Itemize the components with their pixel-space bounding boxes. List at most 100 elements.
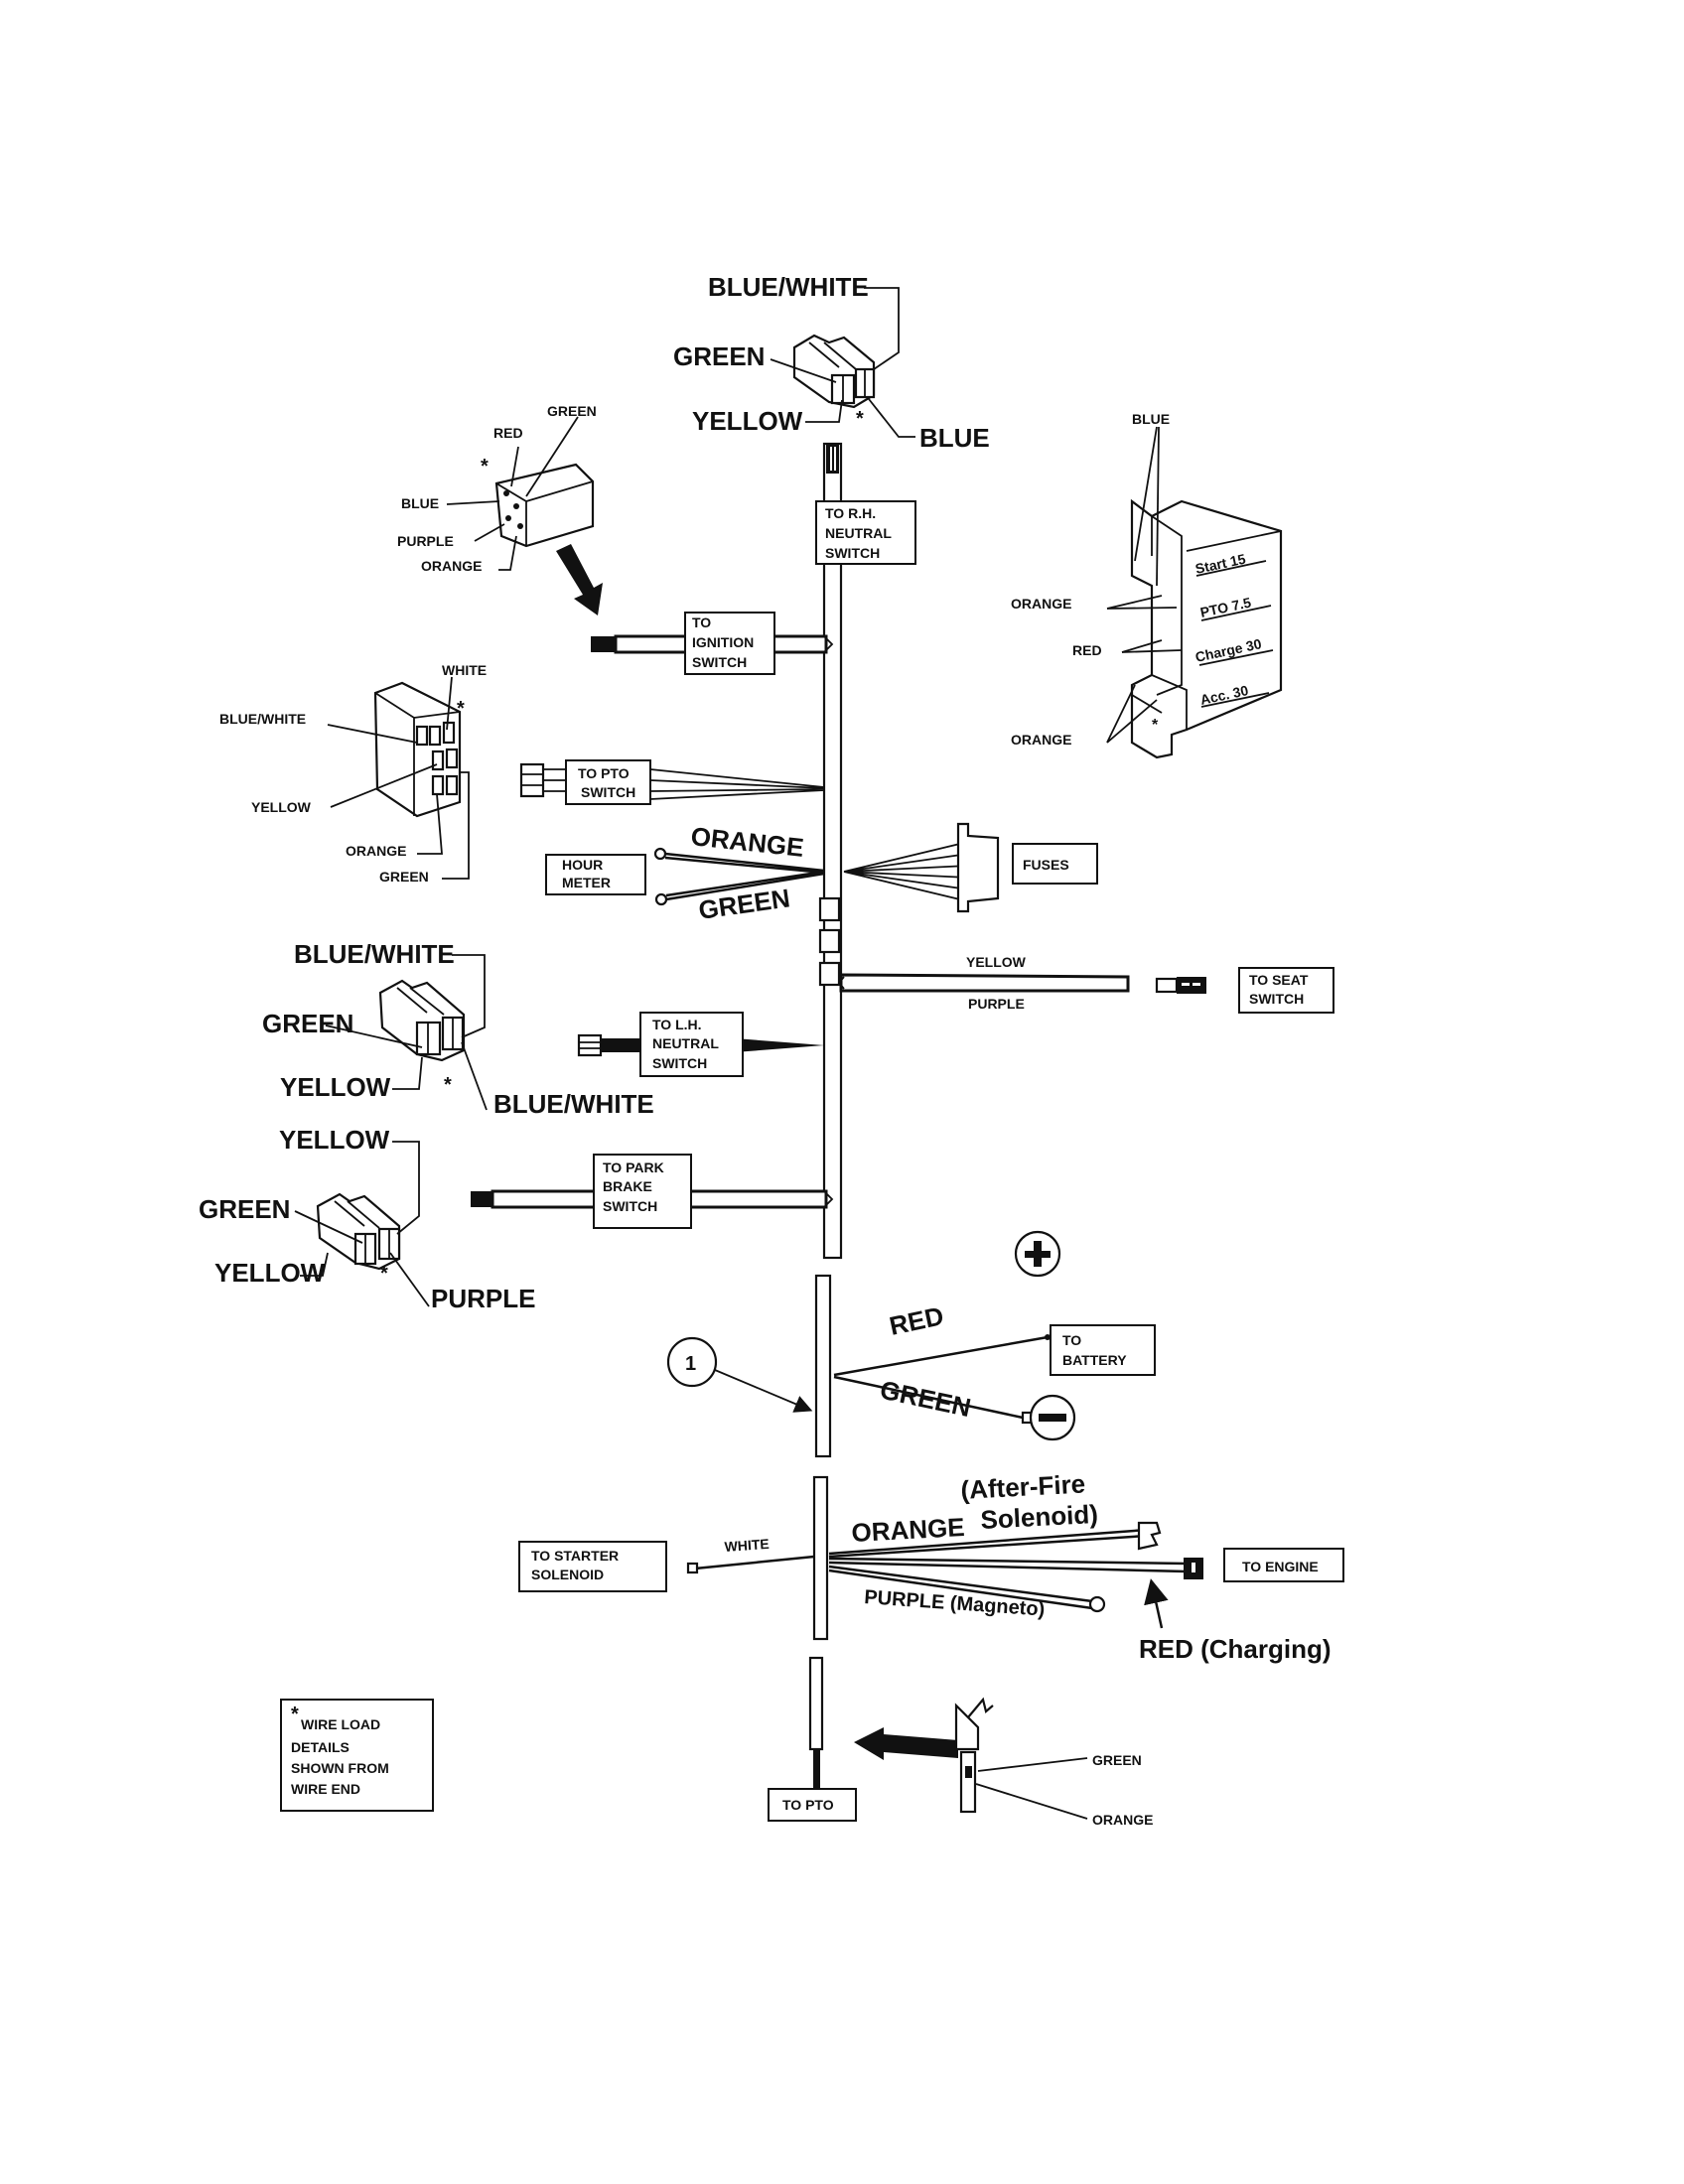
asterisk: * xyxy=(380,1263,388,1285)
svg-text:SWITCH: SWITCH xyxy=(603,1198,657,1214)
label-orange: ORANGE xyxy=(851,1512,966,1548)
pto-segment xyxy=(808,1656,1088,1820)
svg-text:FUSES: FUSES xyxy=(1023,857,1069,873)
label-yellow: YELLOW xyxy=(280,1072,391,1102)
label-blue: BLUE xyxy=(401,495,439,511)
label-red: RED xyxy=(1072,642,1102,658)
label-yellow: YELLOW xyxy=(214,1258,326,1288)
label-blue-white: BLUE/WHITE xyxy=(219,711,306,727)
label-orange: ORANGE xyxy=(346,843,406,859)
label-orange: ORANGE xyxy=(1011,732,1071,748)
svg-text:TO PTO: TO PTO xyxy=(782,1797,834,1813)
label-blue-white: BLUE/WHITE xyxy=(493,1089,654,1119)
label-purple: PURPLE xyxy=(968,996,1025,1012)
asterisk: * xyxy=(481,456,489,478)
label-yellow: YELLOW xyxy=(692,406,803,436)
label-white: WHITE xyxy=(724,1536,770,1555)
park-brake-connector xyxy=(294,1141,430,1307)
label-red: RED xyxy=(887,1300,946,1341)
label-green: GREEN xyxy=(1092,1752,1142,1768)
label-green: GREEN xyxy=(199,1194,290,1224)
label-blue-white: BLUE/WHITE xyxy=(294,939,455,969)
svg-text:BRAKE: BRAKE xyxy=(603,1178,652,1194)
battery-segment xyxy=(814,1274,1051,1458)
engine-segment xyxy=(686,1475,1203,1641)
label-green: GREEN xyxy=(262,1009,353,1038)
label-green: GREEN xyxy=(379,869,429,885)
svg-text:TO ENGINE: TO ENGINE xyxy=(1242,1559,1319,1574)
label-green: GREEN xyxy=(547,403,597,419)
label-blue: BLUE xyxy=(1132,411,1170,427)
label-yellow: YELLOW xyxy=(279,1125,390,1155)
svg-text:TO PTO: TO PTO xyxy=(578,765,630,781)
pto-switch-connector xyxy=(327,676,470,880)
hour-meter-branch: HOUR METER xyxy=(545,847,825,906)
ignition-connector xyxy=(446,416,603,615)
box-battery: TO BATTERY xyxy=(1050,1324,1156,1376)
svg-text:TO: TO xyxy=(1062,1332,1081,1348)
label-orange: ORANGE xyxy=(421,558,482,574)
label-blue: BLUE xyxy=(919,423,990,453)
svg-text:NEUTRAL: NEUTRAL xyxy=(652,1035,719,1051)
svg-text:TO STARTER: TO STARTER xyxy=(531,1548,619,1564)
pto-switch-branch: TO PTO SWITCH xyxy=(519,759,825,805)
svg-text:SWITCH: SWITCH xyxy=(1249,991,1304,1007)
box-engine: TO ENGINE xyxy=(1223,1548,1344,1582)
asterisk: * xyxy=(444,1074,452,1096)
svg-text:METER: METER xyxy=(562,875,611,890)
label-white: WHITE xyxy=(442,662,487,678)
label-orange: ORANGE xyxy=(689,821,805,863)
svg-text:*: * xyxy=(291,1704,299,1725)
lh-neutral-connector xyxy=(325,954,488,1111)
lh-neutral-branch: TO L.H. NEUTRAL SWITCH xyxy=(577,1012,824,1077)
box-to-pto: TO PTO xyxy=(768,1788,857,1822)
rh-neutral-connector xyxy=(770,287,915,438)
seat-switch-branch: TO SEAT SWITCH xyxy=(837,967,1334,1014)
label-blue-white: BLUE/WHITE xyxy=(708,272,869,302)
svg-text:TO: TO xyxy=(692,614,711,630)
svg-text:BATTERY: BATTERY xyxy=(1062,1352,1127,1368)
callout-1: 1 xyxy=(666,1336,813,1413)
label-green: GREEN xyxy=(878,1375,974,1424)
svg-text:SWITCH: SWITCH xyxy=(652,1055,707,1071)
svg-text:TO PARK: TO PARK xyxy=(603,1160,664,1175)
park-brake-branch: TO PARK BRAKE SWITCH xyxy=(471,1154,834,1229)
label-orange: ORANGE xyxy=(1092,1812,1153,1828)
svg-text:TO L.H.: TO L.H. xyxy=(652,1017,702,1032)
label-yellow: YELLOW xyxy=(251,799,312,815)
svg-text:SHOWN FROM: SHOWN FROM xyxy=(291,1760,389,1776)
asterisk: * xyxy=(856,408,864,430)
label-solenoid: Solenoid) xyxy=(980,1499,1099,1535)
box-rh-neutral-switch: TO R.H. NEUTRAL SWITCH xyxy=(815,500,916,565)
fuse-plug xyxy=(843,822,1000,913)
svg-text:SWITCH: SWITCH xyxy=(692,654,747,670)
svg-text:TO SEAT: TO SEAT xyxy=(1249,972,1309,988)
svg-text:NEUTRAL: NEUTRAL xyxy=(825,525,892,541)
label-yellow: YELLOW xyxy=(966,954,1027,970)
asterisk: * xyxy=(1152,717,1159,734)
label-red-charging: RED (Charging) xyxy=(1139,1634,1332,1664)
svg-text:SOLENOID: SOLENOID xyxy=(531,1567,604,1582)
label-orange: ORANGE xyxy=(1011,596,1071,612)
svg-text:DETAILS: DETAILS xyxy=(291,1739,350,1755)
label-after-fire: (After-Fire xyxy=(960,1468,1086,1505)
label-purple: PURPLE xyxy=(431,1284,535,1313)
svg-text:IGNITION: IGNITION xyxy=(692,634,754,650)
label-purple: PURPLE xyxy=(397,533,454,549)
svg-text:SWITCH: SWITCH xyxy=(825,545,880,561)
svg-text:1: 1 xyxy=(685,1353,696,1375)
label-green: GREEN xyxy=(673,341,765,371)
battery-minus-icon xyxy=(1029,1394,1076,1441)
fuse-block xyxy=(1106,426,1283,759)
box-starter-solenoid: TO STARTER SOLENOID xyxy=(518,1541,667,1592)
svg-text:WIRE LOAD: WIRE LOAD xyxy=(301,1716,380,1732)
svg-text:WIRE END: WIRE END xyxy=(291,1781,360,1797)
box-fuses: FUSES xyxy=(1012,843,1098,885)
asterisk: * xyxy=(457,698,465,720)
note-wire-load: * WIRE LOAD DETAILS SHOWN FROM WIRE END xyxy=(280,1699,434,1812)
svg-text:TO R.H.: TO R.H. xyxy=(825,505,876,521)
battery-plus-icon xyxy=(1014,1230,1061,1278)
svg-text:SWITCH: SWITCH xyxy=(581,784,635,800)
label-red: RED xyxy=(493,425,523,441)
